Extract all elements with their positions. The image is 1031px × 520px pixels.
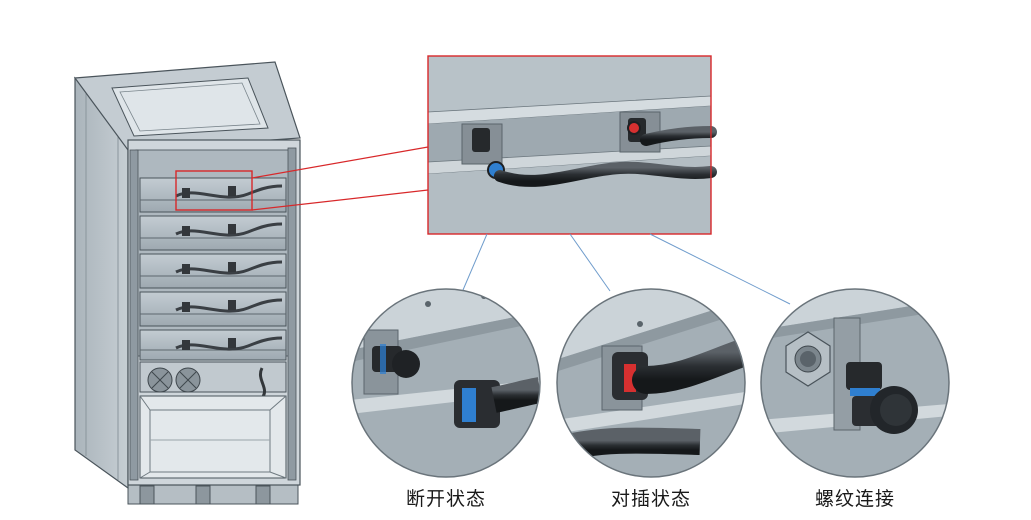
zoom-connector-right bbox=[627, 118, 646, 142]
zoom-leader-line bbox=[251, 146, 429, 179]
leader-line-threaded bbox=[649, 233, 791, 305]
battery-modules bbox=[139, 177, 287, 361]
module-1 bbox=[139, 177, 287, 213]
zoom-cable bbox=[640, 126, 717, 146]
zoom-callout-box bbox=[175, 170, 253, 211]
fan-panel bbox=[139, 361, 287, 399]
detail-mated bbox=[556, 288, 746, 478]
caption-mated: 对插状态 bbox=[610, 488, 691, 510]
leader-line-mated bbox=[569, 233, 611, 292]
module-3 bbox=[139, 253, 287, 289]
detail-threaded bbox=[760, 288, 950, 478]
module-5 bbox=[139, 329, 287, 361]
zoom-cable bbox=[494, 161, 717, 187]
detail-disconnected bbox=[351, 288, 541, 478]
caption-threaded: 螺纹连接 bbox=[814, 488, 895, 510]
module-2 bbox=[139, 215, 287, 251]
caption-disconnected: 断开状态 bbox=[405, 488, 486, 510]
zoom-leader-line bbox=[251, 189, 429, 211]
lower-bay bbox=[139, 395, 287, 479]
zoom-detail-panel bbox=[427, 55, 717, 235]
module-4 bbox=[139, 291, 287, 327]
battery-cabinet bbox=[73, 61, 301, 505]
leader-line-disconnected bbox=[462, 233, 488, 291]
cabinet-top-window bbox=[111, 77, 269, 137]
